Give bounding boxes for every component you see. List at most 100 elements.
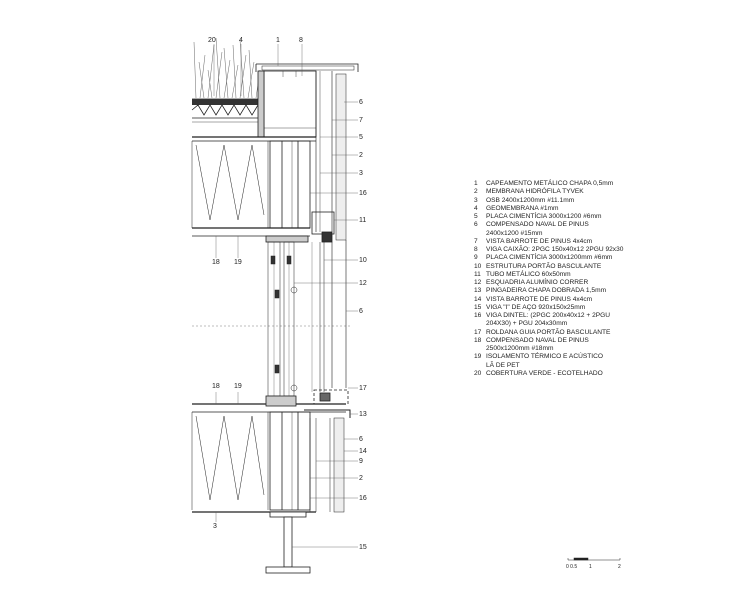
legend-number: 3 [474,196,478,204]
lower-outer-layers [309,417,345,513]
callout: 8 [299,37,303,44]
legend-number: 10 [474,262,482,270]
parapet-cap [255,63,359,72]
callout: 17 [359,385,367,392]
callout: 1 [276,37,280,44]
legend-number: 8 [474,246,478,253]
legend-item: 18 COMPENSADO NAVAL DE PINUS 2500x1200mm … [474,337,674,354]
green-roof [191,37,263,123]
callout: 19 [234,383,242,390]
scale-bar [567,557,621,561]
leader-lines [213,44,358,548]
drip-edge [304,409,351,418]
outer-wall-layers [315,71,347,241]
substrate-layer [192,99,262,105]
legend-number: 19 [474,353,482,361]
upper-lintel-beam [269,140,311,229]
callout: 11 [359,217,366,224]
legend-text: TUBO METÁLICO 60x50mm [486,270,571,278]
callout: 13 [359,411,367,418]
legend-number: 17 [474,328,482,336]
callout: 2 [359,152,363,159]
legend-item: 6 COMPENSADO NAVAL DE PINUS 2400x1200 #15… [474,221,674,238]
callouts-left: 18 19 18 19 3 [212,259,242,530]
legend-item: 10 ESTRUTURA PORTÃO BASCULANTE [474,263,674,271]
gate-structure [311,242,325,392]
legend-item: 2 MEMBRANA HIDRÓFILA TYVEK [474,188,674,196]
box-beam [263,70,317,138]
legend-number: 14 [474,295,482,303]
legend-text: MEMBRANA HIDRÓFILA TYVEK [486,188,584,196]
legend-text: PLACA CIMENTÍCIA 3000x1200 #6mm [486,213,602,220]
legend-text: VIGA "I" DE AÇO 920x150x25mm [486,303,586,311]
callout: 12 [359,280,367,287]
legend-number: 6 [474,221,478,229]
callout: 18 [212,383,220,390]
lower-lintel-beam [269,411,311,511]
legend-item: 17 ROLDANA GUIA PORTÃO BASCULANTE [474,329,674,337]
callout: 3 [359,170,363,177]
scale-labels: 0 0.5 1 2 [566,564,621,570]
legend-number: 16 [474,312,482,319]
callout: 18 [212,259,220,266]
callout: 7 [359,117,363,124]
gate-panel [331,240,347,388]
legend-text: ROLDANA GUIA PORTÃO BASCULANTE [486,328,611,336]
legend-number: 18 [474,336,482,344]
callout: 9 [359,458,363,465]
callout: 10 [359,257,367,264]
callout: 20 [208,37,216,44]
fascia [257,70,265,138]
legend-text: COMPENSADO NAVAL DE PINUS 2500x1200mm #1… [486,336,589,352]
callout: 5 [359,134,363,141]
callout: 6 [359,308,363,315]
legend-number: 9 [474,254,478,262]
scale-label: 1 [589,564,592,570]
legend-number: 5 [474,213,478,220]
legend-item: 12 ESQUADRIA ALUMÍNIO CORRER [474,279,674,287]
legend-text: ESQUADRIA ALUMÍNIO CORRER [486,279,589,286]
legend-item: 5 PLACA CIMENTÍCIA 3000x1200 #6mm [474,213,674,221]
legend-item: 3 OSB 2400x1200mm #11.1mm [474,197,674,205]
callout: 16 [359,190,367,197]
legend-text: PINGADEIRA CHAPA DOBRADA 1,5mm [486,287,607,295]
legend-text: ESTRUTURA PORTÃO BASCULANTE [486,262,602,270]
guide-roller [313,389,349,405]
upper-insulation [191,141,269,228]
legend-text: COMPENSADO NAVAL DE PINUS 2400x1200 #15m… [486,221,589,237]
callout: 4 [239,37,243,44]
legend-item: 8 VIGA CAIXÃO: 2PGC 150x40x12 2PGU 92x30 [474,246,674,254]
legend-number: 12 [474,279,482,286]
aluminium-frame [267,241,298,397]
lower-slab [192,395,346,413]
legend-number: 20 [474,369,482,377]
vegetation [193,37,261,99]
callout: 15 [359,544,367,551]
legend-number: 4 [474,204,478,212]
legend-number: 13 [474,287,482,295]
legend-text: VISTA BARROTE DE PINUS 4x4cm [486,237,593,245]
callout: 3 [213,523,217,530]
legend-text: OSB 2400x1200mm #11.1mm [486,196,575,204]
legend-text: COBERTURA VERDE - ECOTELHADO [486,369,603,377]
callout: 16 [359,495,367,502]
legend-text: VIGA CAIXÃO: 2PGC 150x40x12 2PGU 92x30 [486,246,624,253]
mid-slab [192,227,310,243]
legend-number: 7 [474,237,478,245]
legend-number: 15 [474,303,482,311]
legend-number: 2 [474,188,478,196]
legend-item: 20 COBERTURA VERDE - ECOTELHADO [474,370,674,378]
callout: 6 [359,436,363,443]
legend-number: 1 [474,180,478,187]
callout: 2 [359,475,363,482]
lower-insulation [191,412,269,510]
legend-item: 13 PINGADEIRA CHAPA DOBRADA 1,5mm [474,287,674,295]
